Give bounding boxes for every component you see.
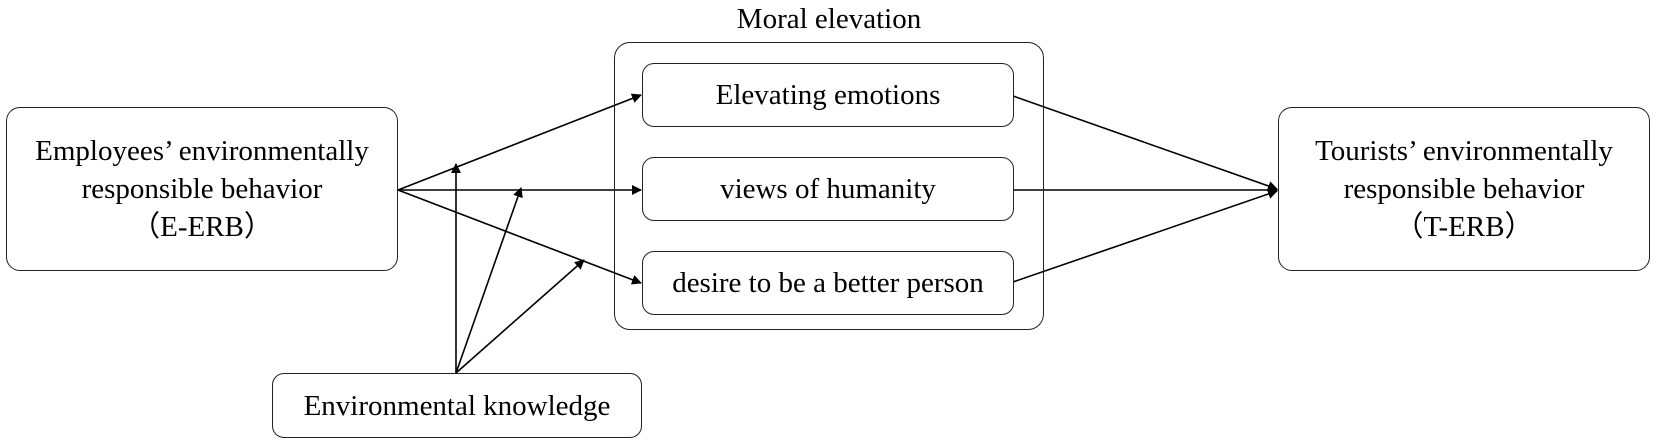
target-label-line-1: Tourists’ environmentally <box>1315 135 1613 167</box>
arrow-better-person-to-terb <box>1012 189 1278 283</box>
source-box-eerb: Employees’ environmentally responsible b… <box>6 107 398 271</box>
source-label-line-1: Employees’ environmentally <box>35 135 369 167</box>
mediator-label-elevating-emotions: Elevating emotions <box>715 79 941 111</box>
target-box-terb: Tourists’ environmentally responsible be… <box>1278 107 1650 271</box>
arrow-moderator-to-path-2 <box>455 187 523 374</box>
arrow-eerb-to-elevating-emotions <box>397 93 642 191</box>
source-label-line-2: responsible behavior <box>81 173 323 205</box>
arrow-elevating-emotions-to-terb <box>1012 95 1278 191</box>
mediator-box-elevating-emotions: Elevating emotions <box>642 63 1014 127</box>
arrow-eerb-to-better-person <box>397 189 642 285</box>
moral-elevation-title: Moral elevation <box>736 3 922 35</box>
moral-elevation-group <box>614 42 1044 330</box>
mediator-box-better-person: desire to be a better person <box>642 251 1014 315</box>
arrow-moderator-to-path-3 <box>455 259 585 374</box>
moderator-label: Environmental knowledge <box>303 389 611 422</box>
target-label-line-2: responsible behavior <box>1343 173 1585 205</box>
mediator-label-views-of-humanity: views of humanity <box>720 173 936 205</box>
target-label-line-3: （T-ERB） <box>1394 211 1534 243</box>
mediator-label-better-person: desire to be a better person <box>672 267 984 299</box>
mediator-box-views-of-humanity: views of humanity <box>642 157 1014 221</box>
source-label-line-3: （E-ERB） <box>131 211 273 243</box>
moderator-box-environmental-knowledge: Environmental knowledge <box>272 373 642 438</box>
